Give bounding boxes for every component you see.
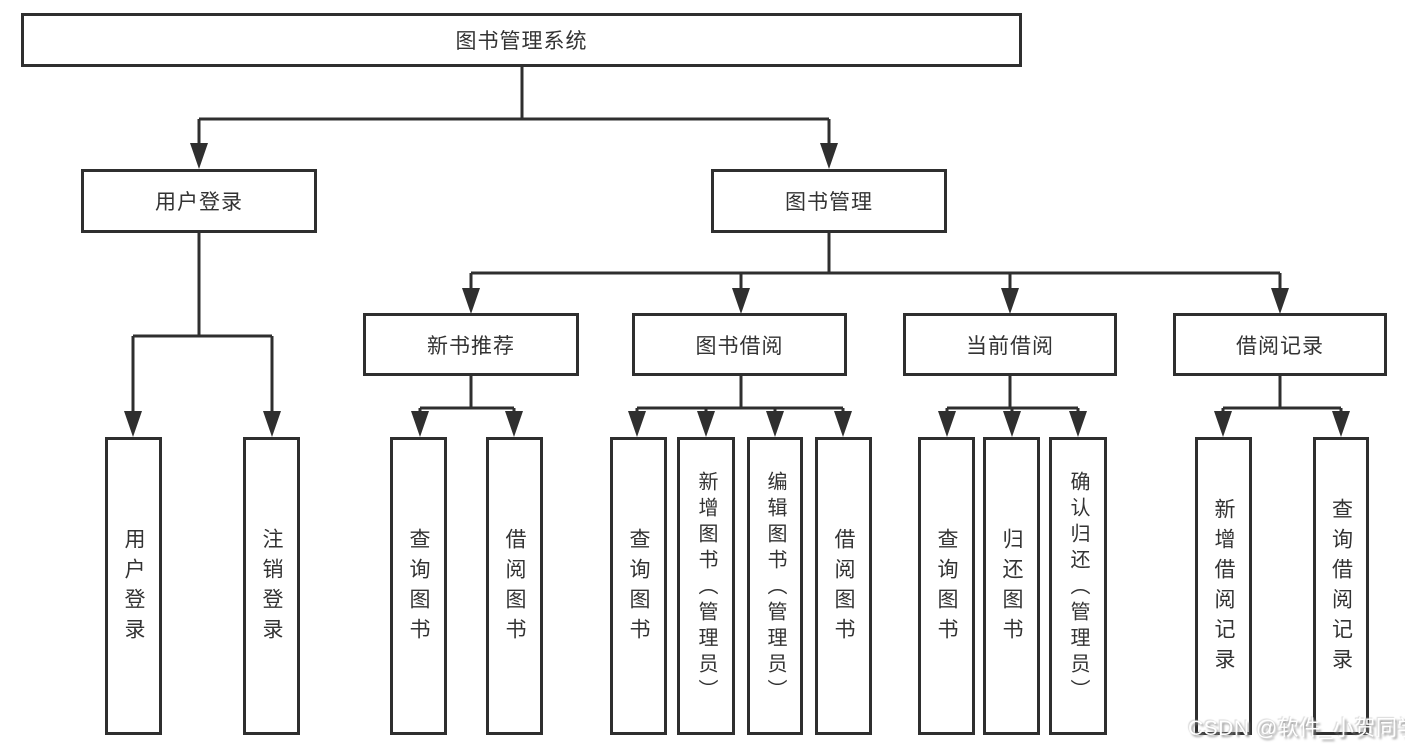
leaf-query-books-recommend: 查询图书 xyxy=(390,437,447,735)
node-book-borrowing: 图书借阅 xyxy=(632,313,847,376)
leaf-confirm-return-admin: 确认归还（管理员） xyxy=(1049,437,1107,735)
leaf-add-books-admin: 新增图书（管理员） xyxy=(677,437,735,735)
leaf-borrow-books-recommend: 借阅图书 xyxy=(486,437,543,735)
leaf-user-login: 用户登录 xyxy=(105,437,162,735)
connector-user-login-branch xyxy=(131,233,274,413)
tree-connector-lines xyxy=(131,67,1343,413)
leaf-logout: 注销登录 xyxy=(243,437,300,735)
leaf-query-borrow-record: 查询借阅记录 xyxy=(1313,437,1369,735)
arrowhead-icons xyxy=(124,143,1350,437)
connector-new-book-branch xyxy=(418,376,516,413)
leaf-edit-books-admin: 编辑图书（管理员） xyxy=(747,437,803,735)
connector-borrow-branch xyxy=(635,376,845,413)
leaf-borrow-books: 借阅图书 xyxy=(815,437,872,735)
node-current-borrowing: 当前借阅 xyxy=(903,313,1117,376)
leaf-return-books: 归还图书 xyxy=(983,437,1040,735)
leaf-query-books-current: 查询图书 xyxy=(918,437,975,735)
connector-root-to-level2 xyxy=(197,67,831,145)
node-library-management-system: 图书管理系统 xyxy=(21,13,1022,67)
node-borrowing-records: 借阅记录 xyxy=(1173,313,1387,376)
connector-book-mgmt-to-level3 xyxy=(469,233,1282,290)
connector-current-branch xyxy=(945,376,1080,413)
leaf-query-books-borrow: 查询图书 xyxy=(610,437,667,735)
leaf-add-borrow-record: 新增借阅记录 xyxy=(1195,437,1252,735)
node-book-management: 图书管理 xyxy=(711,169,947,233)
node-user-login: 用户登录 xyxy=(81,169,317,233)
node-new-book-recommend: 新书推荐 xyxy=(363,313,579,376)
connector-record-branch xyxy=(1221,376,1343,413)
csdn-watermark: CSDN @软件_小贺同学 xyxy=(1188,717,1405,740)
